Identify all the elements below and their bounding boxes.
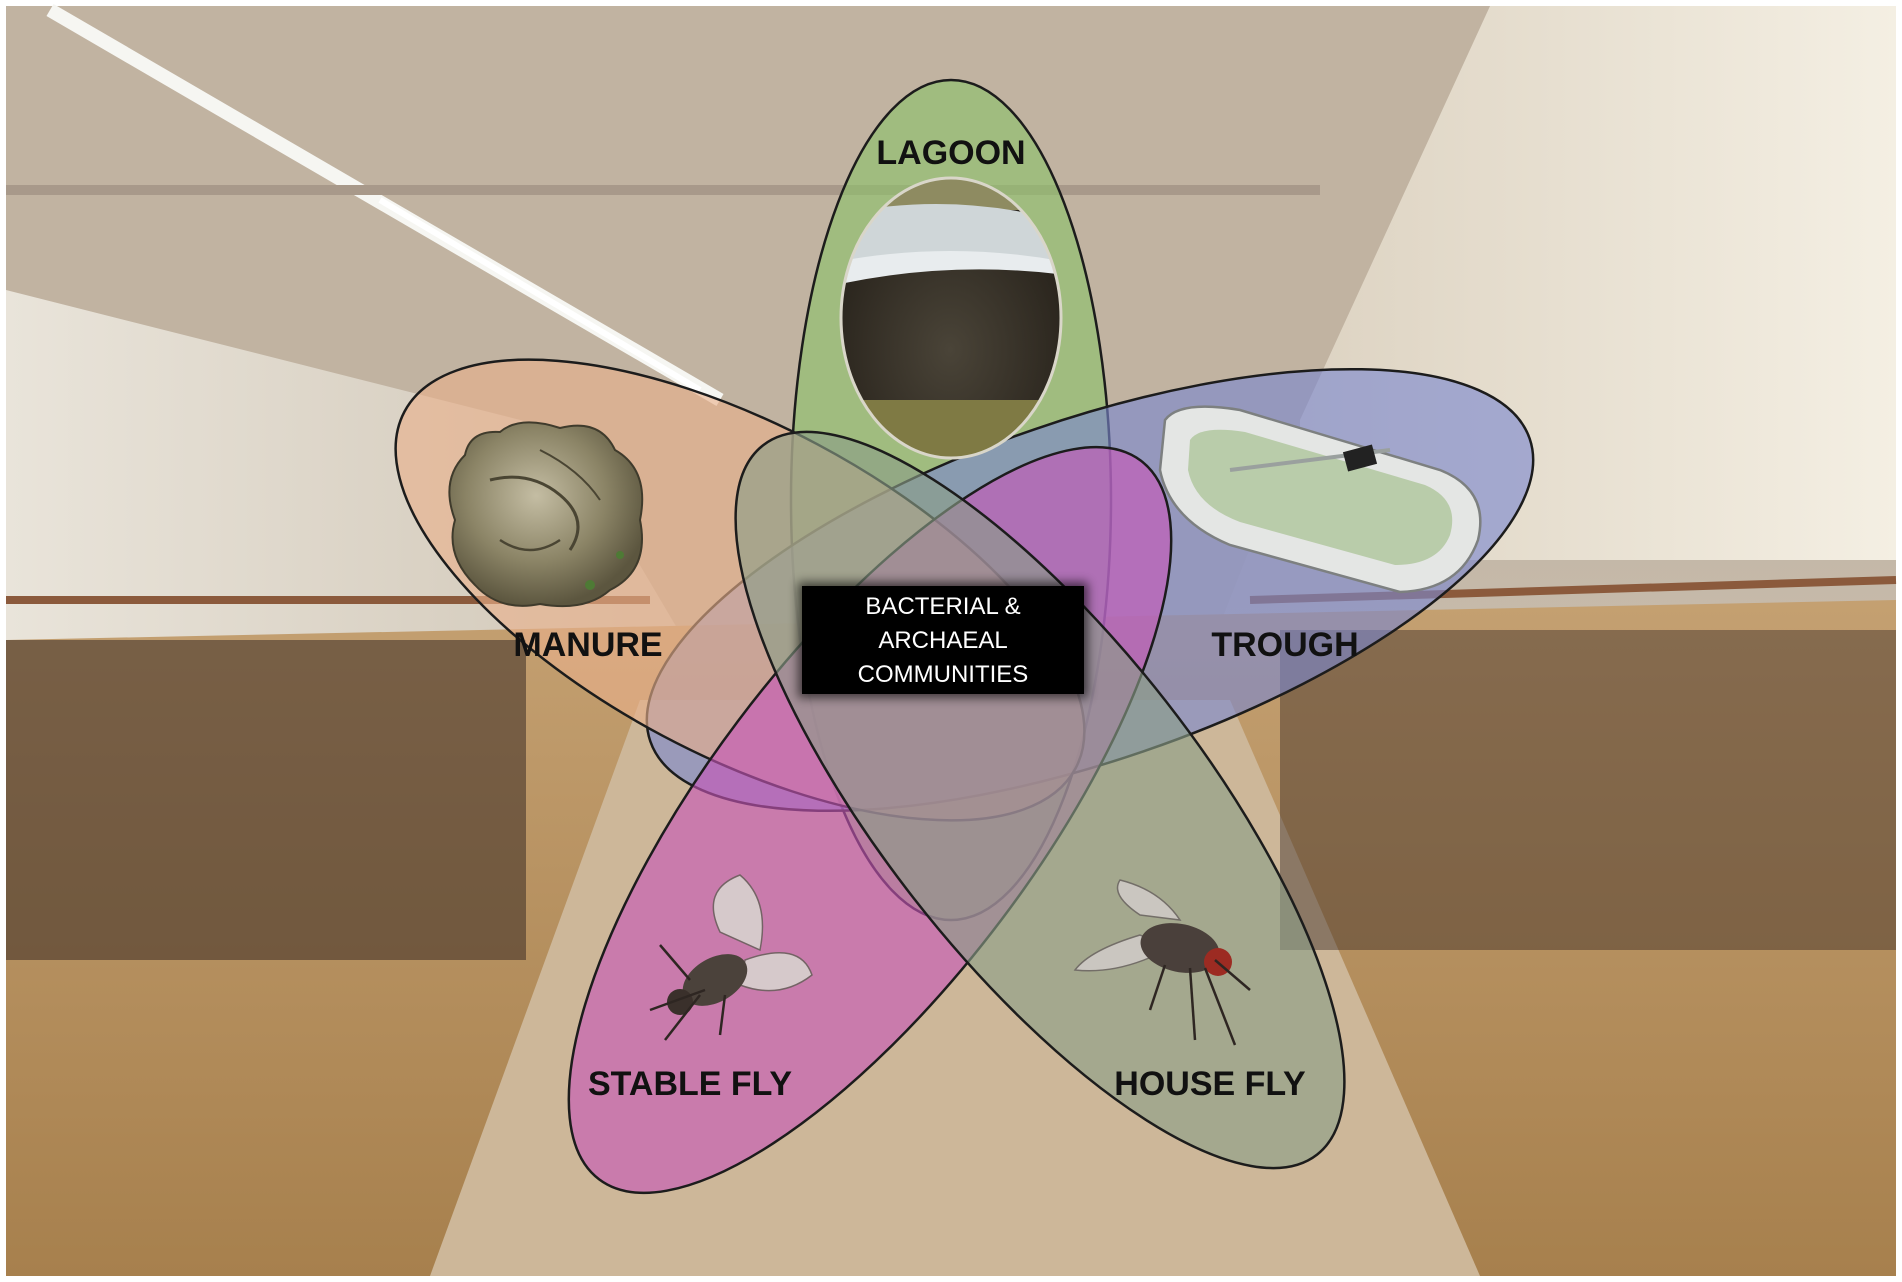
- manure-photo: [448, 421, 644, 608]
- center-label-line-3: COMMUNITIES: [858, 661, 1029, 688]
- center-label-line-1: BACTERIAL &: [865, 593, 1020, 620]
- label-manure: MANURE: [513, 626, 662, 664]
- label-lagoon: LAGOON: [876, 134, 1025, 172]
- center-label-line-2: ARCHAEAL: [878, 627, 1007, 654]
- label-trough: TROUGH: [1211, 626, 1358, 664]
- label-stable-fly: STABLE FLY: [588, 1065, 792, 1103]
- house-fly-photo: [1073, 879, 1251, 1046]
- center-label-box: BACTERIAL & ARCHAEAL COMMUNITIES: [798, 582, 1088, 698]
- stable-fly-photo: [649, 874, 813, 1041]
- water-trough-photo: [1158, 405, 1482, 594]
- label-house-fly: HOUSE FLY: [1114, 1065, 1306, 1103]
